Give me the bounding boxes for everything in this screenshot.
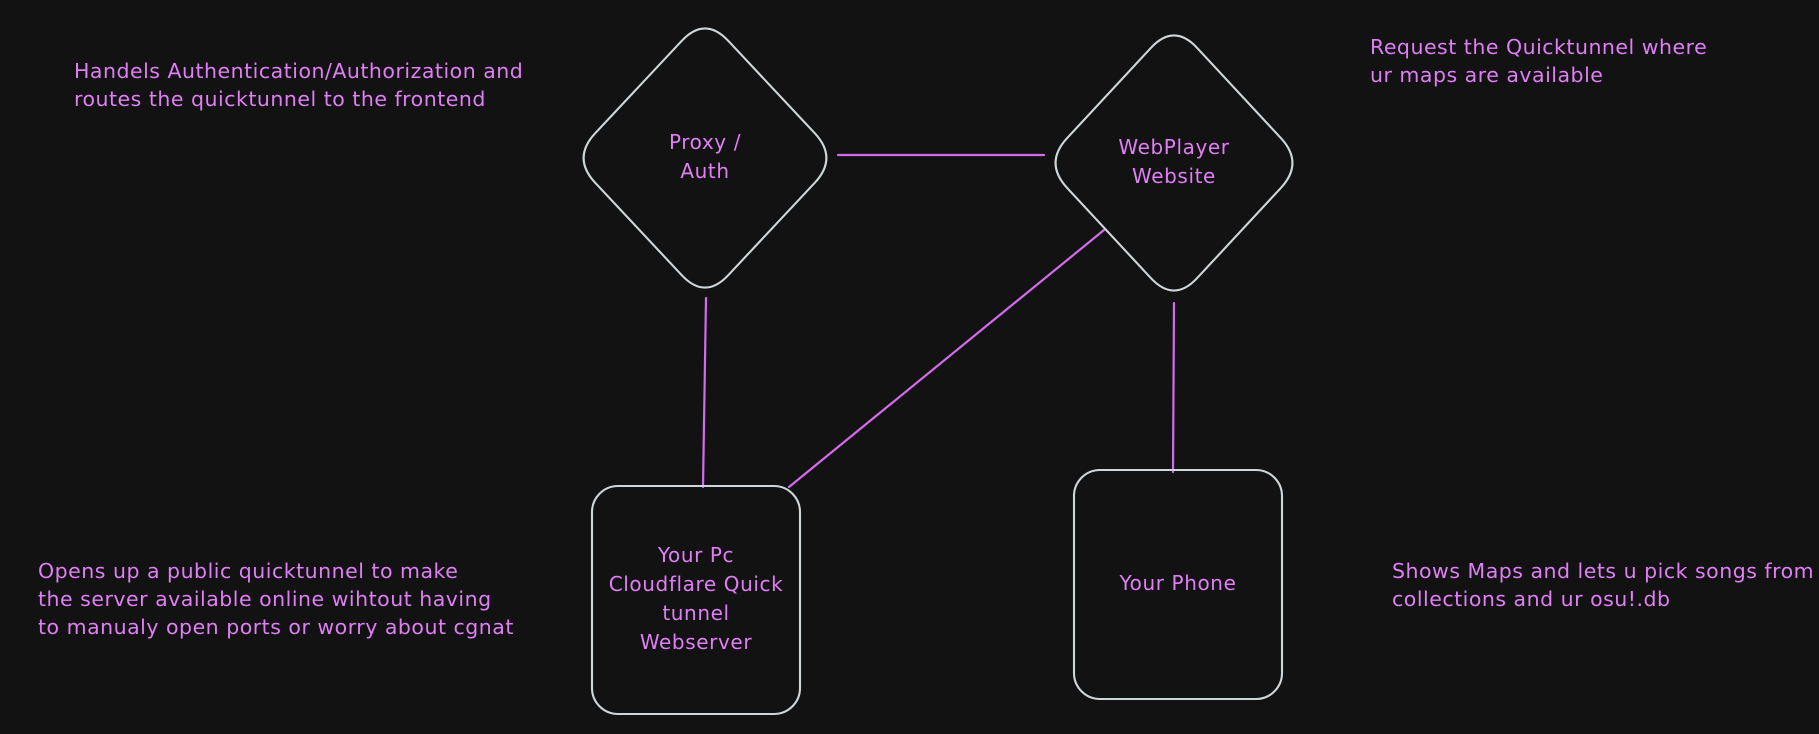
node-shape-diamond	[1054, 34, 1294, 292]
edge-your-pc-to-webplayer	[787, 228, 1106, 489]
node-shape-rect	[1072, 468, 1284, 701]
note-line: the server available online wihtout havi…	[38, 587, 492, 611]
note-your-pc: Opens up a public quicktunnel to make the…	[38, 559, 514, 639]
node-label-line: tunnel	[662, 601, 729, 625]
edges-layer	[701, 153, 1176, 489]
node-shape-rect	[590, 484, 802, 716]
notes-layer: Handels Authentication/Authorization and…	[38, 35, 1814, 639]
note-line: to manualy open ports or worry about cgn…	[38, 615, 514, 639]
edge-proxy-to-your-pc	[701, 296, 708, 489]
note-line: collections and ur osu!.db	[1392, 587, 1671, 611]
node-label-line: Auth	[680, 159, 729, 183]
note-line: routes the quicktunnel to the frontend	[74, 87, 486, 111]
note-line: Handels Authentication/Authorization and	[74, 59, 523, 83]
node-label-line: Proxy /	[669, 130, 741, 154]
node-label-line: Your Phone	[1118, 571, 1236, 595]
edge-webplayer-to-your-phone	[1171, 301, 1176, 474]
note-line: Request the Quicktunnel where	[1370, 35, 1707, 59]
note-line: Shows Maps and lets u pick songs from	[1392, 559, 1814, 583]
note-line: ur maps are available	[1370, 63, 1603, 87]
node-label-line: Website	[1132, 164, 1216, 188]
node-label-line: Your Pc	[657, 543, 734, 567]
node-your-phone[interactable]: Your Phone	[1072, 468, 1284, 701]
node-label-line: WebPlayer	[1118, 135, 1229, 159]
note-proxy-auth: Handels Authentication/Authorization and…	[74, 59, 523, 111]
node-label-line: Cloudflare Quick	[609, 572, 784, 596]
node-proxy-auth[interactable]: Proxy / Auth	[582, 27, 828, 289]
node-shape-diamond	[582, 27, 828, 289]
note-webplayer: Request the Quicktunnel where ur maps are…	[1370, 35, 1707, 87]
note-line: Opens up a public quicktunnel to make	[38, 559, 458, 583]
node-label-line: Webserver	[640, 630, 752, 654]
note-your-phone: Shows Maps and lets u pick songs from col…	[1392, 559, 1814, 611]
